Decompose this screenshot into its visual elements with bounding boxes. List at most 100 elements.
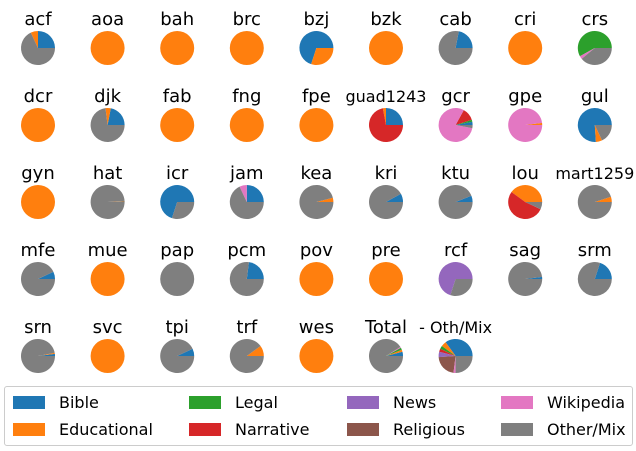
slice-pcm-bible xyxy=(246,262,264,279)
slice-oth-mix-news xyxy=(438,351,456,358)
pie-bzj: bzj xyxy=(299,9,334,66)
pie-title-acf: acf xyxy=(24,9,52,30)
slice-mfe-other-mix xyxy=(21,262,56,297)
pie-title-guad1243: guad1243 xyxy=(346,87,427,106)
slice-mue-educational xyxy=(90,262,125,296)
slice-gcr-legal xyxy=(455,119,473,125)
pie-title-aoa: aoa xyxy=(91,9,124,30)
slice-srn-other-mix xyxy=(21,338,55,373)
pie-bzk: bzk xyxy=(369,9,403,65)
slice-djk-other-mix xyxy=(90,108,125,142)
slice-rcf-news xyxy=(438,262,473,296)
slice-crs-legal xyxy=(577,31,612,57)
pie-tpi: tpi xyxy=(160,317,195,374)
pie-title-trf: trf xyxy=(236,317,257,338)
pie-pre: pre xyxy=(369,240,403,296)
slice-cab-bible xyxy=(455,31,473,48)
pie-title-bah: bah xyxy=(160,9,194,30)
slice-total-wikipedia xyxy=(386,346,401,356)
pie-title-fng: fng xyxy=(232,86,261,107)
pie-title-kri: kri xyxy=(375,163,398,184)
slice-cab-other-mix xyxy=(438,30,473,65)
pie-title-gyn: gyn xyxy=(21,163,55,184)
pie-title-srm: srm xyxy=(578,240,612,261)
legend-item-narrative: Narrative xyxy=(189,419,309,439)
pie-title-pre: pre xyxy=(371,240,401,261)
slice-jam-bible xyxy=(246,185,264,202)
pie-fpe: fpe xyxy=(299,86,334,142)
pie-pov: pov xyxy=(299,240,334,296)
slice-total-other-mix xyxy=(369,339,404,374)
pie-gcr: gcr xyxy=(438,86,473,142)
slice-acf-bible xyxy=(38,31,55,48)
pie-trf: trf xyxy=(229,317,264,374)
slice-total-educational xyxy=(386,349,403,356)
slice-oth-mix-wikipedia xyxy=(453,356,456,374)
pie-pcm: pcm xyxy=(227,240,266,296)
pie-title-tpi: tpi xyxy=(165,317,188,338)
pie-title-icr: icr xyxy=(166,163,189,184)
slice-gpe-educational xyxy=(525,122,543,125)
slice-svc-educational xyxy=(90,339,125,373)
pie-total: Total xyxy=(364,317,407,374)
slice-jam-wikipedia xyxy=(239,185,247,202)
slice-icr-bible xyxy=(160,185,195,219)
slice-bah-educational xyxy=(160,31,195,65)
slice-ktu-other-mix xyxy=(438,184,473,219)
legend-label-wikipedia: Wikipedia xyxy=(547,392,626,412)
pie-title-pap: pap xyxy=(160,240,194,261)
pie-title-gcr: gcr xyxy=(441,86,470,107)
slice-kri-other-mix xyxy=(369,184,403,219)
slice-aoa-educational xyxy=(90,31,125,65)
slice-cri-educational xyxy=(508,31,543,65)
slice-pap-other-mix xyxy=(160,262,195,296)
slice-srm-other-mix xyxy=(577,261,612,296)
pie-title-gul: gul xyxy=(581,86,609,107)
slice-lou-educational xyxy=(511,185,543,202)
slice-wes-educational xyxy=(299,339,334,373)
pie-bah: bah xyxy=(160,9,195,65)
slice-bzj-educational xyxy=(311,48,334,66)
slice-gcr-wikipedia xyxy=(438,107,473,142)
pie-gpe: gpe xyxy=(508,86,543,142)
pie-title-pov: pov xyxy=(300,240,333,261)
pie-title-kea: kea xyxy=(300,163,332,184)
slice-brc-educational xyxy=(229,31,264,65)
slice-tpi-other-mix xyxy=(160,339,195,374)
pie-icr: icr xyxy=(160,163,195,220)
legend-label-news: News xyxy=(393,392,437,412)
slice-hat-bible xyxy=(107,201,125,202)
legend-swatch-religious xyxy=(347,422,379,436)
legend-swatch-wikipedia xyxy=(501,395,533,409)
slice-kea-other-mix xyxy=(299,184,334,219)
pie-title-svc: svc xyxy=(93,317,123,338)
slice-hat-other-mix xyxy=(90,184,125,219)
pie-title-wes: wes xyxy=(299,317,334,338)
slice-srn-educational xyxy=(38,352,55,356)
slice-jam-other-mix xyxy=(229,186,264,220)
pie-sag: sag xyxy=(508,240,543,296)
slice-bzj-bible xyxy=(299,31,334,65)
pie-title-cri: cri xyxy=(514,9,536,30)
slice-trf-educational xyxy=(246,346,264,356)
pie-title-bzk: bzk xyxy=(370,9,402,30)
pie-title-jam: jam xyxy=(229,163,264,184)
pie-ktu: ktu xyxy=(438,163,473,219)
slice-guad1243-bible xyxy=(386,108,403,125)
pie-title-fpe: fpe xyxy=(302,86,331,107)
pie-brc: brc xyxy=(229,9,264,65)
slice-srn-bible xyxy=(38,353,56,356)
pie-title-ktu: ktu xyxy=(441,163,470,184)
pie-djk: djk xyxy=(90,86,125,142)
pie-cri: cri xyxy=(508,9,543,65)
slice-trf-other-mix xyxy=(229,339,264,374)
legend-swatch-other-mix xyxy=(501,422,533,436)
pie-pap: pap xyxy=(160,240,195,296)
slice-fng-educational xyxy=(229,108,264,142)
pie-aoa: aoa xyxy=(90,9,125,65)
pie-title-lou: lou xyxy=(511,163,538,184)
legend-label-other-mix: Other/Mix xyxy=(547,419,626,439)
legend-label-bible: Bible xyxy=(59,392,99,412)
pie-mfe: mfe xyxy=(21,240,56,297)
